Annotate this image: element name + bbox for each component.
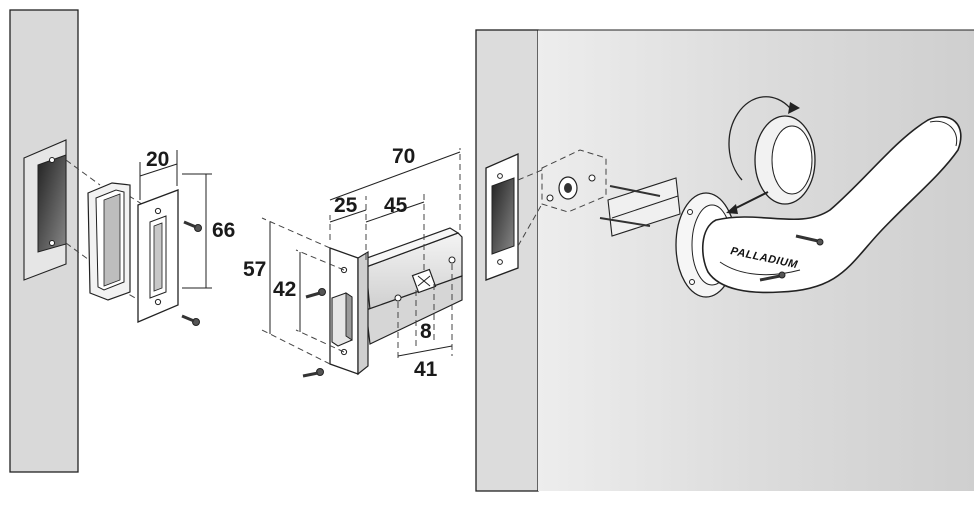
- door-jamb: [9, 9, 79, 473]
- dimension-faceplate-offset: 25: [329, 194, 367, 260]
- dimension-strike-width: 20: [139, 148, 178, 200]
- screw-icon: [305, 288, 326, 299]
- screw-icon: [181, 314, 200, 326]
- bore-hole-sketch: [517, 149, 607, 247]
- dimension-label: 66: [212, 219, 235, 242]
- dimension-label: 42: [273, 278, 296, 301]
- dimension-label: 41: [414, 358, 438, 381]
- dimension-label: 57: [243, 258, 266, 281]
- dimension-label: 70: [392, 145, 415, 168]
- screw-icon: [302, 368, 324, 378]
- dimension-faceplate-height: 57: [243, 217, 331, 365]
- screw-icon: [759, 271, 786, 282]
- arrow-icon: [726, 191, 769, 214]
- dimension-overall-length: 70: [329, 145, 461, 240]
- dimension-label: 25: [334, 194, 358, 217]
- strike-plate: [137, 189, 179, 323]
- dimension-case-length: 41: [397, 264, 453, 381]
- dimension-strike-height: 66: [182, 173, 235, 289]
- rotate-arrow-icon: [728, 96, 800, 181]
- dimension-backset: 45: [365, 192, 425, 270]
- dimension-label: 8: [420, 320, 432, 343]
- screw-icon: [183, 220, 202, 232]
- screw-icon: [795, 234, 824, 246]
- rose-cover: [754, 115, 816, 205]
- spindle-assembly: [599, 177, 681, 237]
- strike-box: [87, 182, 131, 301]
- latch-mechanism: [329, 227, 463, 376]
- dimension-label: 20: [146, 148, 169, 171]
- lever-handle: [701, 115, 962, 294]
- dimension-label: 45: [384, 194, 408, 217]
- dimension-screw-spacing: 42: [273, 249, 345, 353]
- dimension-spindle: 8: [415, 284, 435, 346]
